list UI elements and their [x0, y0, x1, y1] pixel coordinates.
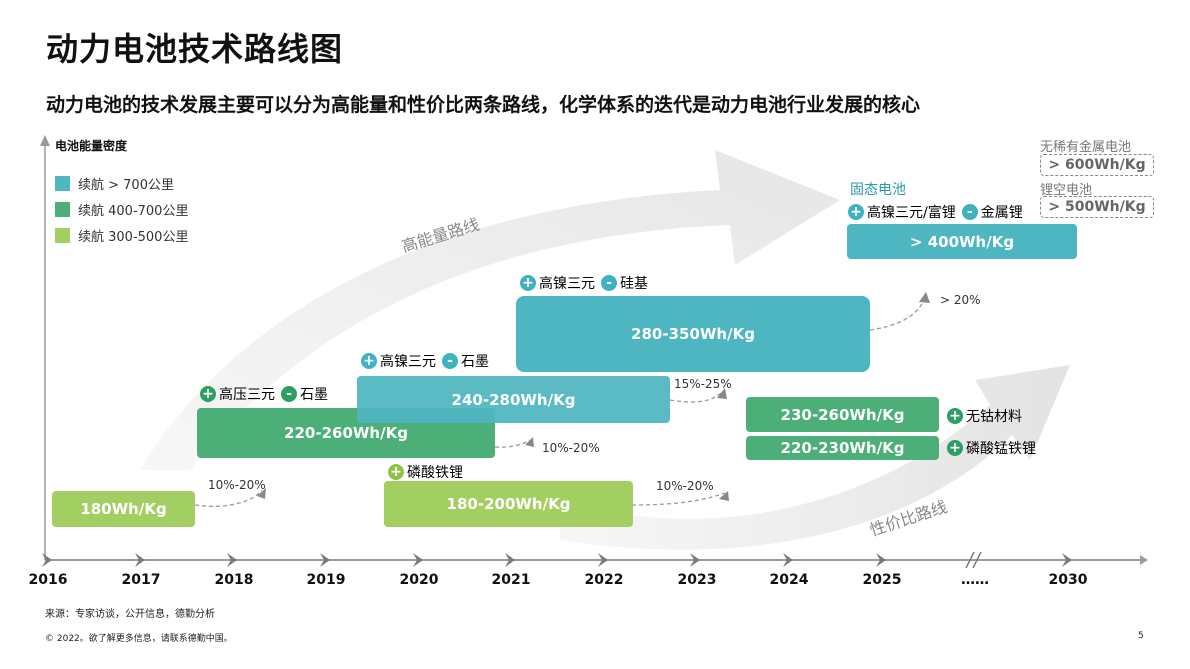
future-tech-name: 无稀有金属电池: [1040, 140, 1132, 155]
legend-swatch: [55, 201, 70, 217]
box-180: 180Wh/Kg: [52, 491, 195, 527]
tag-2021: + 高镍三元 - 硅基: [517, 273, 648, 293]
legend-label: 续航 400-700公里: [78, 203, 189, 219]
cathode-label: 高压三元: [219, 387, 275, 403]
tag-2018: + 高压三元 - 石墨: [197, 384, 328, 404]
future-tech-name: 锂空电池: [1040, 183, 1093, 198]
y-axis-label: 电池能量密度: [55, 139, 128, 153]
year-label: 2022: [584, 572, 624, 588]
cost-effective-arrow: [560, 365, 1070, 550]
page-subtitle: 动力电池的技术发展主要可以分为高能量和性价比两条路线，化学体系的迭代是动力电池行…: [46, 94, 921, 116]
connector-2020-2021: [669, 390, 724, 403]
year-label: 2017: [121, 572, 161, 588]
cobalt-free-label: 无钴材料: [966, 409, 1022, 425]
lfp-label: 磷酸铁锂: [407, 465, 463, 481]
year-label: 2021: [491, 572, 531, 588]
cathode-label: 高镍三元: [380, 354, 436, 370]
plus-icon: +: [520, 275, 536, 291]
future-tech-value: > 600Wh/Kg: [1040, 154, 1154, 176]
box-280-350: 280-350Wh/Kg: [516, 296, 870, 372]
plus-icon: +: [200, 386, 216, 402]
growth-label: 10%-20%: [656, 479, 714, 493]
anode-label: 石墨: [461, 354, 489, 370]
minus-icon: -: [601, 275, 617, 291]
legend-item: 续航 400-700公里: [55, 196, 188, 222]
connector-2022-2025: [869, 296, 926, 331]
year-label: 2025: [862, 572, 902, 588]
box-over-400: > 400Wh/Kg: [847, 224, 1077, 259]
growth-label: 10%-20%: [542, 441, 600, 455]
connector-2021-2024: [631, 492, 726, 506]
connector-2017-2018: [194, 489, 263, 507]
anode-label: 金属锂: [980, 205, 1023, 221]
tag-2025: + 高镍三元/富锂 - 金属锂: [845, 202, 1023, 222]
tag-2019: + 高镍三元 - 石墨: [358, 351, 489, 371]
legend-item: 续航 300-500公里: [55, 222, 188, 248]
legend-label: 续航 > 700公里: [78, 177, 174, 193]
year-label: 2020: [399, 572, 439, 588]
future-tech-value: > 500Wh/Kg: [1040, 196, 1154, 218]
minus-icon: -: [961, 204, 978, 220]
growth-label: 10%-20%: [208, 478, 266, 492]
solid-state-label: 固态电池: [850, 182, 906, 198]
legend: 续航 > 700公里 续航 400-700公里 续航 300-500公里: [55, 170, 188, 248]
cathode-label: 高镍三元/富锂: [867, 205, 956, 221]
growth-label: > 20%: [940, 293, 981, 307]
source-note: 来源：专家访谈，公开信息，德勤分析: [45, 609, 215, 620]
year-label: 2024: [769, 572, 809, 588]
minus-icon: -: [281, 386, 297, 402]
legend-swatch: [55, 175, 70, 191]
year-label: 2019: [306, 572, 346, 588]
minus-icon: -: [442, 353, 458, 369]
page-title: 动力电池技术路线图: [46, 30, 344, 68]
plus-icon: +: [388, 464, 404, 480]
box-220-230: 220-230Wh/Kg: [746, 436, 939, 460]
year-label: 2018: [214, 572, 254, 588]
box-230-260: 230-260Wh/Kg: [746, 397, 939, 432]
cathode-label: 高镍三元: [539, 276, 595, 292]
year-label: ……: [961, 572, 989, 588]
lmfp-label: 磷酸锰铁锂: [966, 441, 1036, 457]
plus-icon: +: [947, 440, 963, 456]
box-180-200: 180-200Wh/Kg: [384, 481, 633, 527]
year-label: 2030: [1048, 572, 1088, 588]
year-label: 2016: [28, 572, 68, 588]
legend-swatch: [55, 227, 70, 243]
plus-icon: +: [361, 353, 377, 369]
growth-label: 15%-25%: [674, 377, 732, 391]
connector-2019-2020: [494, 439, 531, 448]
legend-label: 续航 300-500公里: [78, 229, 189, 245]
anode-label: 石墨: [300, 387, 328, 403]
copyright-note: © 2022。欲了解更多信息，请联系德勤中国。: [45, 634, 233, 644]
page-number: 5: [1138, 631, 1144, 641]
year-label: 2023: [677, 572, 717, 588]
tag-2024-lmfp: + 磷酸锰铁锂: [944, 438, 1036, 458]
plus-icon: +: [947, 408, 963, 424]
anode-label: 硅基: [620, 276, 648, 292]
axis-ticks: [42, 553, 1072, 567]
tag-2024-cobalt-free: + 无钴材料: [944, 406, 1022, 426]
legend-item: 续航 > 700公里: [55, 170, 188, 196]
plus-icon: +: [848, 204, 864, 220]
tag-2020-lfp: + 磷酸铁锂: [385, 462, 463, 482]
box-240-280: 240-280Wh/Kg: [357, 376, 670, 423]
